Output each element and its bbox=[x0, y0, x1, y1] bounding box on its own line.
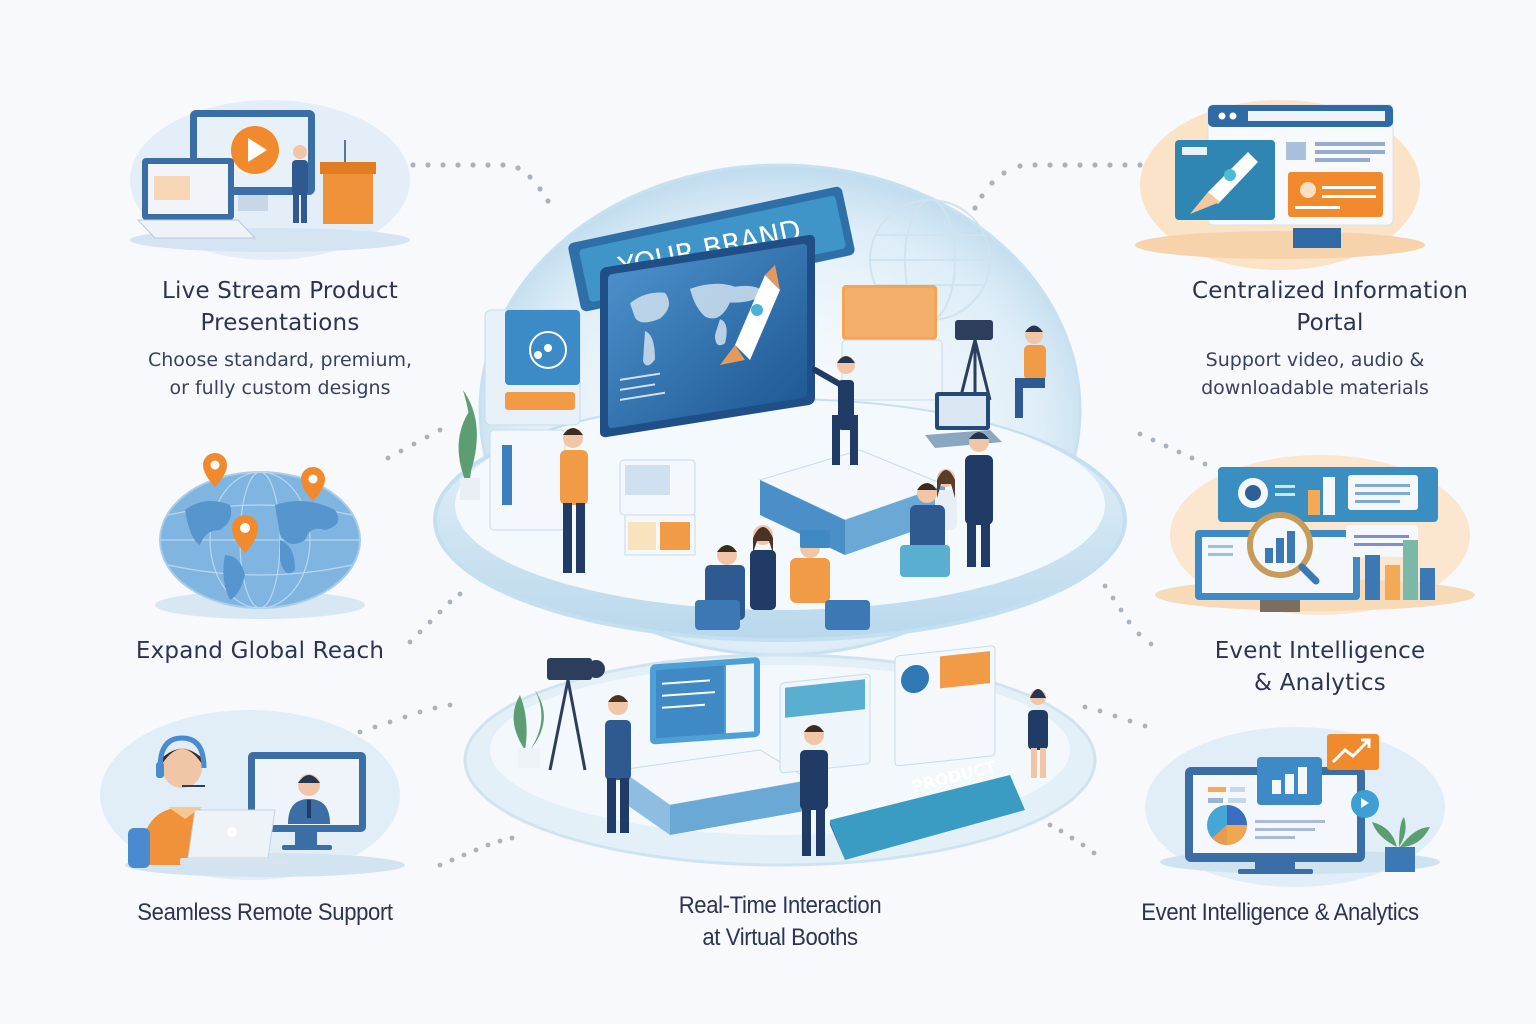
analytics-dashboard-title: Event Intelligence & Analytics bbox=[1096, 897, 1464, 929]
connector-remote-support bbox=[357, 702, 515, 868]
camera-tripod-icon bbox=[955, 320, 993, 401]
lower-booth-right-screen bbox=[779, 645, 996, 774]
global-reach-illustration bbox=[155, 453, 365, 619]
information-portal-subtitle: Support video, audio & downloadable mate… bbox=[1130, 346, 1500, 402]
plant-icon bbox=[1372, 817, 1430, 872]
global-reach-title-line-1: Expand Global Reach bbox=[135, 638, 385, 664]
live-stream-subtitle: Choose standard, premium, or fully custo… bbox=[95, 346, 465, 402]
attendees-right bbox=[900, 432, 993, 577]
speaker-figure bbox=[292, 145, 308, 223]
remote-support-illustration bbox=[100, 710, 405, 880]
audience-group bbox=[695, 525, 870, 630]
map-pin-icon bbox=[232, 515, 258, 553]
magnifier-icon bbox=[1247, 512, 1320, 585]
live-stream-illustration bbox=[130, 100, 410, 260]
information-portal-title-line-2: Portal bbox=[1296, 310, 1364, 336]
remote-support-title-line-1: Seamless Remote Support bbox=[137, 899, 393, 926]
event-intelligence-title-line-2: & Analytics bbox=[1254, 670, 1386, 696]
rocket-icon bbox=[720, 265, 780, 365]
attendee-orange-seated bbox=[1015, 325, 1046, 418]
remote-support-title: Seamless Remote Support bbox=[95, 897, 435, 929]
connector-mid-left bbox=[385, 427, 443, 461]
connector-mid-right bbox=[1137, 431, 1208, 467]
main-world-map-screen bbox=[600, 234, 815, 438]
map-pin-icon bbox=[203, 453, 227, 487]
connector-global-reach bbox=[407, 591, 463, 645]
live-stream-title-line-1: Live Stream Product bbox=[162, 278, 398, 304]
connector-intelligence bbox=[1102, 583, 1154, 647]
live-stream-title-line-2: Presentations bbox=[200, 310, 360, 336]
laptop-icon bbox=[925, 392, 1002, 448]
live-stream-title: Live Stream Product Presentations bbox=[95, 275, 465, 339]
product-counter bbox=[830, 775, 1025, 860]
right-orange-display bbox=[842, 285, 937, 340]
camera-tripod-lower-icon bbox=[547, 658, 605, 771]
plant-icon bbox=[458, 390, 480, 500]
live-stream-subtitle-line-2: or fully custom designs bbox=[169, 377, 391, 399]
agent-on-screen bbox=[288, 774, 330, 824]
laptop-icon bbox=[180, 809, 290, 865]
global-reach-title: Expand Global Reach bbox=[95, 635, 425, 667]
plant-lower-icon bbox=[513, 690, 544, 768]
pie-chart-icon bbox=[1207, 805, 1247, 845]
headset-icon bbox=[157, 735, 207, 769]
rocket-icon bbox=[1190, 152, 1258, 214]
live-stream-subtitle-line-1: Choose standard, premium, bbox=[147, 349, 413, 371]
virtual-booths-title: Real-Time Interaction at Virtual Booths bbox=[610, 890, 950, 954]
lower-booth-left-screen bbox=[650, 657, 760, 745]
attendee-orange-standing bbox=[560, 428, 588, 573]
information-portal-subtitle-line-1: Support video, audio & bbox=[1205, 349, 1425, 371]
information-portal-illustration bbox=[1135, 100, 1425, 270]
analytics-dashboard-illustration bbox=[1145, 727, 1445, 887]
lower-attendees bbox=[605, 689, 1048, 856]
central-virtual-booth-illustration: YOUR BRAND bbox=[433, 163, 1127, 867]
event-intelligence-illustration bbox=[1155, 455, 1475, 615]
presenter-figure bbox=[812, 356, 858, 465]
analytics-dashboard-title-line-1: Event Intelligence & Analytics bbox=[1141, 899, 1419, 926]
event-intelligence-title-line-1: Event Intelligence bbox=[1214, 638, 1426, 664]
connector-analytics bbox=[1047, 704, 1148, 856]
event-intelligence-title: Event Intelligence & Analytics bbox=[1160, 635, 1480, 699]
virtual-booths-title-line-2: at Virtual Booths bbox=[702, 924, 858, 951]
trend-up-icon bbox=[1327, 734, 1379, 770]
map-pin-icon bbox=[301, 467, 325, 501]
information-portal-title: Centralized Information Portal bbox=[1140, 275, 1520, 339]
information-portal-title-line-1: Centralized Information bbox=[1191, 278, 1468, 304]
information-portal-subtitle-line-2: downloadable materials bbox=[1201, 377, 1429, 399]
connector-top-right bbox=[972, 162, 1143, 211]
virtual-booths-title-line-1: Real-Time Interaction bbox=[678, 892, 882, 919]
connector-top-left bbox=[410, 162, 551, 204]
